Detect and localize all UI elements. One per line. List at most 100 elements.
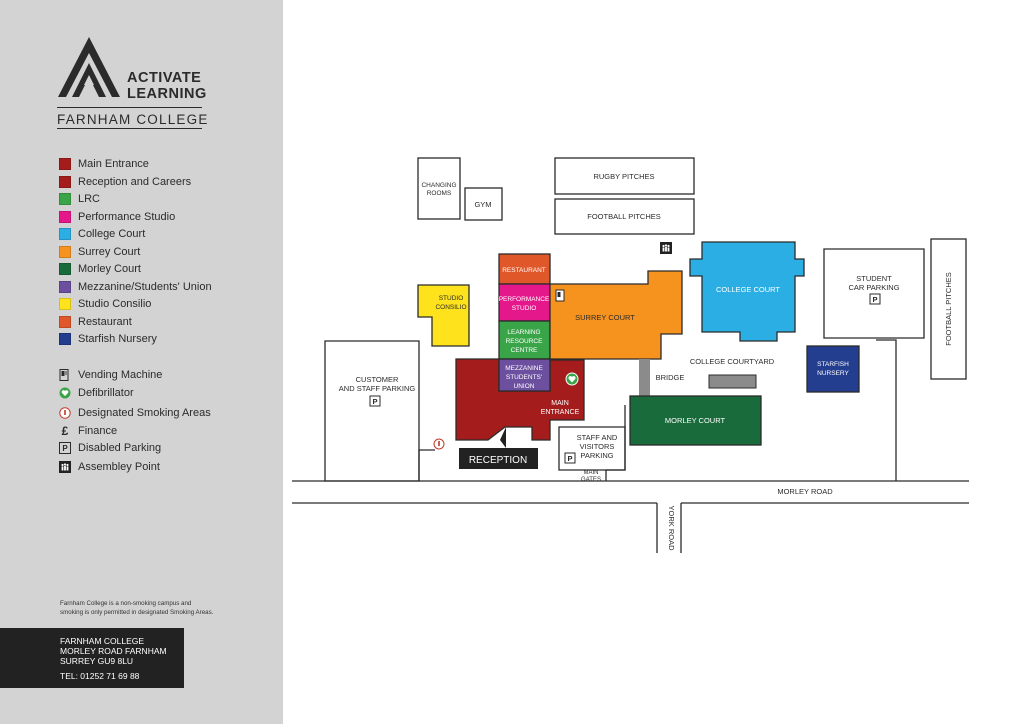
staff-parking-label-2: VISITORS xyxy=(580,442,615,451)
legend-label: Reception and Careers xyxy=(78,176,192,188)
college-courtyard-label: COLLEGE COURTYARD xyxy=(690,357,775,366)
legend-item-building: LRC xyxy=(59,192,100,206)
legend-label: Surrey Court xyxy=(78,246,141,258)
legend-item-smoking: Designated Smoking Areas xyxy=(59,406,211,420)
courtyard-structure xyxy=(708,374,757,389)
legend-label: Performance Studio xyxy=(78,211,176,223)
college-court-label: COLLEGE COURT xyxy=(716,285,780,294)
finance-icon: £ xyxy=(61,424,69,438)
legend-item-vending: Vending Machine xyxy=(59,368,162,382)
student-parking-label-1: STUDENT xyxy=(856,274,892,283)
assembly-point-icon xyxy=(59,461,71,473)
main-gates-label-2: GATES xyxy=(581,477,601,483)
brand-divider-bottom xyxy=(57,128,202,129)
smoking-area-icon xyxy=(433,438,445,450)
legend-label: Restaurant xyxy=(78,316,132,328)
legend-item-building: Restaurant xyxy=(59,315,132,329)
starfish-nursery-building xyxy=(806,345,860,393)
legend-item-building: Mezzanine/Students' Union xyxy=(59,280,212,294)
parking-symbol-customer: P xyxy=(372,397,377,406)
legend-label: Mezzanine/Students' Union xyxy=(78,281,212,293)
rugby-pitches-area xyxy=(554,157,695,195)
legend-label-vending: Vending Machine xyxy=(78,369,163,381)
smoking-area-icon xyxy=(59,407,71,419)
legend-color-swatch xyxy=(59,211,71,223)
changing-rooms-label-2: ROOMS xyxy=(427,190,452,197)
college-court-building xyxy=(689,241,805,342)
legend-item-building: Starfish Nursery xyxy=(59,332,157,346)
legend-label-finance: Finance xyxy=(78,425,118,437)
staff-parking-label-3: PARKING xyxy=(580,451,613,460)
legend-color-swatch xyxy=(59,263,71,275)
legend-label-defibrillator: Defibrillator xyxy=(78,387,134,399)
disabled-parking-icon: P xyxy=(369,395,381,407)
address-line-1: FARNHAM COLLEGE xyxy=(60,636,145,646)
restaurant-label: RESTAURANT xyxy=(502,267,546,274)
disabled-parking-icon: P xyxy=(59,442,71,454)
legend-color-swatch xyxy=(59,281,71,293)
vending-machine-icon xyxy=(59,369,71,381)
legend-item-building: College Court xyxy=(59,227,145,241)
legend-color-swatch xyxy=(59,246,71,258)
parking-symbol-staff: P xyxy=(567,454,572,463)
defibrillator-icon xyxy=(565,372,579,386)
brand-divider-top xyxy=(57,107,202,108)
assembly-point-icon xyxy=(660,242,672,254)
lrc-building xyxy=(498,320,551,360)
address-line-3: SURREY GU9 8LU xyxy=(60,656,134,666)
studio-consilio-label-1: STUDIO xyxy=(439,295,464,302)
main-entrance-label-2: ENTRANCE xyxy=(541,409,580,416)
legend-item-building: Main Entrance xyxy=(59,157,149,171)
legend-label: Starfish Nursery xyxy=(78,333,157,345)
student-car-parking-area xyxy=(823,248,925,339)
address-line-2: MORLEY ROAD FARNHAM xyxy=(60,646,167,656)
morley-court-building xyxy=(629,395,762,446)
address-box: FARNHAM COLLEGE MORLEY ROAD FARNHAM SURR… xyxy=(0,628,184,688)
boundary-wall-west xyxy=(418,449,435,481)
surrey-court-label: SURREY COURT xyxy=(575,313,635,322)
boundary-wall-east xyxy=(876,339,897,481)
reception-label: RECEPTION xyxy=(469,455,527,466)
legend-label: College Court xyxy=(78,228,146,240)
campus-map: CHANGING ROOMS GYM RUGBY PITCHES FOOTBAL… xyxy=(292,157,969,553)
performance-studio-label-2: STUDIO xyxy=(512,305,537,312)
legend-label-assembly-point: Assembley Point xyxy=(78,461,160,473)
college-name: FARNHAM COLLEGE xyxy=(57,112,209,127)
legend-color-swatch xyxy=(59,158,71,170)
legend-label-smoking: Designated Smoking Areas xyxy=(78,407,211,419)
legend-item-building: Studio Consilio xyxy=(59,297,151,311)
brand-line-2: LEARNING xyxy=(127,86,207,102)
lrc-label-2: RESOURCE xyxy=(506,338,544,345)
bridge-structure xyxy=(639,359,650,396)
starfish-nursery-label-2: NURSERY xyxy=(817,370,849,377)
vending-machine-icon xyxy=(555,289,565,302)
studio-consilio-building xyxy=(417,284,470,347)
main-entrance-label-1: MAIN xyxy=(551,400,569,407)
disabled-parking-icon: P xyxy=(869,293,881,305)
legend-item-finance: £ Finance xyxy=(59,424,117,438)
legend-label: Main Entrance xyxy=(78,158,149,170)
mezzanine-label-2: STUDENTS' xyxy=(506,374,542,381)
activate-learning-logo xyxy=(58,37,120,97)
brand-line-1: ACTIVATE xyxy=(127,70,202,86)
note-line-1: Farnham College is a non-smoking campus … xyxy=(60,600,192,607)
customer-parking-label-2: AND STAFF PARKING xyxy=(339,384,416,393)
lrc-label-3: CENTRE xyxy=(511,347,538,354)
legend-color-swatch xyxy=(59,176,71,188)
legend-color-swatch xyxy=(59,193,71,205)
football-pitches-east-area xyxy=(930,238,967,380)
legend-label: LRC xyxy=(78,193,101,205)
disabled-parking-icon: P xyxy=(564,452,576,464)
changing-rooms-label-1: CHANGING xyxy=(421,182,456,189)
mezzanine-label-1: MEZZANINE xyxy=(505,365,543,372)
mezzanine-students-union-building xyxy=(498,358,551,392)
legend-color-swatch xyxy=(59,228,71,240)
legend-item-assembly-point: Assembley Point xyxy=(59,460,160,474)
legend-color-swatch xyxy=(59,298,71,310)
legend-label-disabled-parking: Disabled Parking xyxy=(78,442,162,454)
reception-pointer xyxy=(500,427,506,448)
surrey-court-building xyxy=(549,270,683,360)
legend-item-building: Morley Court xyxy=(59,262,141,276)
customer-parking-label-1: CUSTOMER xyxy=(356,375,399,384)
legend-label: Studio Consilio xyxy=(78,298,152,310)
